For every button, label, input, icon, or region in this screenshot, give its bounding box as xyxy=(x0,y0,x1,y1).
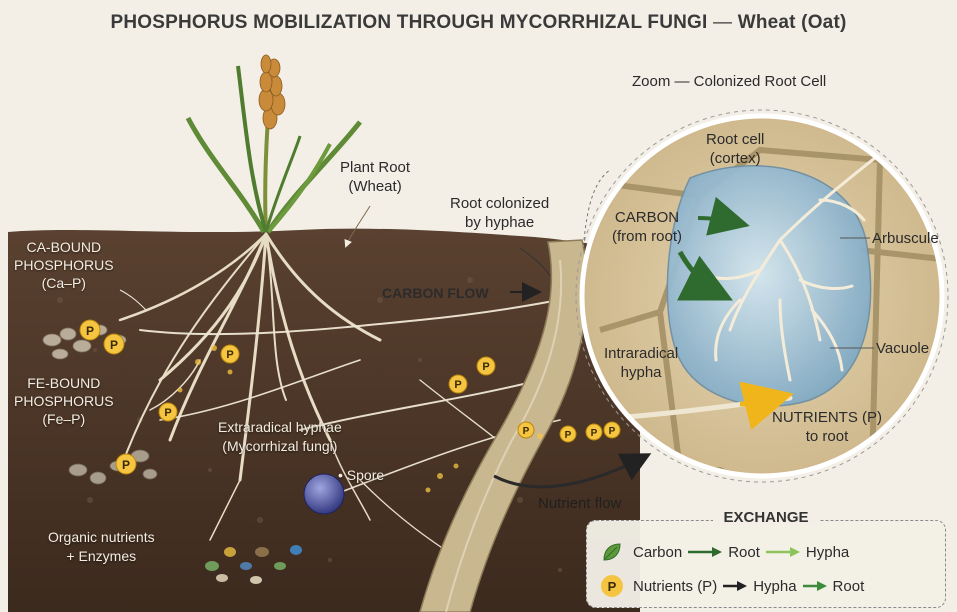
fe-bound-line2: PHOSPHORUS xyxy=(14,392,114,410)
p-badge-letter: P xyxy=(609,426,616,437)
p-badge: P xyxy=(159,403,177,421)
p-badge: P xyxy=(116,454,136,474)
root-colonized-line1: Root colonized xyxy=(450,194,549,213)
legend-carbon-text: Carbon xyxy=(633,544,682,561)
root-cell-line1: Root cell xyxy=(706,130,764,149)
plant-root-line1: Plant Root xyxy=(340,158,410,177)
fe-bound-label: FE-BOUND PHOSPHORUS (Fe–P) xyxy=(14,374,114,428)
intraradical-line2: hypha xyxy=(604,363,678,382)
fe-bound-line3: (Fe–P) xyxy=(14,410,114,428)
legend-row-carbon: Carbon Root Hypha xyxy=(601,539,849,565)
p-badge: P xyxy=(449,375,467,393)
title-main: PHOSPHORUS MOBILIZATION THROUGH MYCORRHI… xyxy=(110,12,707,33)
extraradical-line1: Extraradical hyphae xyxy=(218,418,342,437)
extraradical-line2: (Mycorrhizal fungi) xyxy=(218,437,342,456)
legend-hypha2-text: Hypha xyxy=(753,578,796,595)
spore-label: • Spore xyxy=(338,466,384,485)
dark-arrow-icon xyxy=(723,581,747,591)
ca-bound-line3: (Ca–P) xyxy=(14,274,114,292)
carbon-flow-label: CARBON FLOW xyxy=(382,284,489,303)
root-cell-label: Root cell (cortex) xyxy=(706,130,764,168)
organic-nutrients-label: Organic nutrients + Enzymes xyxy=(48,528,155,566)
p-badge-letter: P xyxy=(164,407,171,419)
p-badge-letter: P xyxy=(454,379,461,391)
ca-bound-line2: PHOSPHORUS xyxy=(14,256,114,274)
carbon-zoom-line2: (from root) xyxy=(612,227,682,246)
p-badge-letter: P xyxy=(226,349,233,361)
root-colonized-line2: by hyphae xyxy=(450,213,549,232)
zoom-label: Zoom — Colonized Root Cell xyxy=(632,72,826,91)
title-dash: — xyxy=(708,12,738,33)
p-badge-letter: P xyxy=(122,458,130,472)
vacuole xyxy=(667,166,870,406)
page-title: PHOSPHORUS MOBILIZATION THROUGH MYCORRHI… xyxy=(0,12,957,34)
organic-line1: Organic nutrients xyxy=(48,528,155,547)
dark-green-arrow-icon xyxy=(688,547,722,557)
extraradical-label: Extraradical hyphae (Mycorrhizal fungi) xyxy=(218,418,342,456)
p-badge-letter: P xyxy=(86,324,94,338)
arbuscule-label: Arbuscule xyxy=(872,229,939,248)
p-badge: P xyxy=(604,422,620,438)
intraradical-line1: Intraradical xyxy=(604,344,678,363)
title-crop: Wheat (Oat) xyxy=(738,12,847,33)
phosphorus-icon: P xyxy=(601,575,623,597)
vacuole-label: Vacuole xyxy=(876,339,929,358)
legend-root2-text: Root xyxy=(833,578,865,595)
p-badge: P xyxy=(518,422,534,438)
organic-line2: + Enzymes xyxy=(48,547,155,566)
legend-nutrients-text: Nutrients (P) xyxy=(633,578,717,595)
p-badge: P xyxy=(104,334,124,354)
ca-bound-label: CA-BOUND PHOSPHORUS (Ca–P) xyxy=(14,238,114,292)
carbon-zoom-line1: CARBON xyxy=(612,208,682,227)
p-badge-letter: P xyxy=(591,428,598,439)
root-colonized-label: Root colonized by hyphae xyxy=(450,194,549,232)
p-badge-letter: P xyxy=(482,361,489,373)
root-cell-line2: (cortex) xyxy=(706,149,764,168)
legend-row-nutrients: P Nutrients (P) Hypha Root xyxy=(601,573,864,599)
p-badge: P xyxy=(80,320,100,340)
plant-root-label: Plant Root (Wheat) xyxy=(340,158,410,196)
ca-bound-line1: CA-BOUND xyxy=(14,238,114,256)
plant-root-line2: (Wheat) xyxy=(340,177,410,196)
p-badge-letter: P xyxy=(565,430,572,441)
legend-title: EXCHANGE xyxy=(587,509,945,526)
p-badge: P xyxy=(586,424,602,440)
legend-hypha-text: Hypha xyxy=(806,544,849,561)
light-green-arrow-icon xyxy=(766,547,800,557)
p-badge-letter: P xyxy=(523,426,530,437)
nutrients-to-root-label: NUTRIENTS (P) to root xyxy=(772,408,882,446)
exchange-legend: EXCHANGE Carbon Root Hypha P Nutrients (… xyxy=(586,520,946,608)
nutrients-line1: NUTRIENTS (P) xyxy=(772,408,882,427)
nutrients-line2: to root xyxy=(772,427,882,446)
p-badge-letter: P xyxy=(110,338,118,352)
fe-bound-line1: FE-BOUND xyxy=(14,374,114,392)
leaf-icon xyxy=(601,541,623,563)
green-arrow-icon xyxy=(803,581,827,591)
legend-root-text: Root xyxy=(728,544,760,561)
p-badge: P xyxy=(560,426,576,442)
intraradical-label: Intraradical hypha xyxy=(604,344,678,382)
p-badge: P xyxy=(221,345,239,363)
carbon-zoom-label: CARBON (from root) xyxy=(612,208,682,246)
p-badge: P xyxy=(477,357,495,375)
